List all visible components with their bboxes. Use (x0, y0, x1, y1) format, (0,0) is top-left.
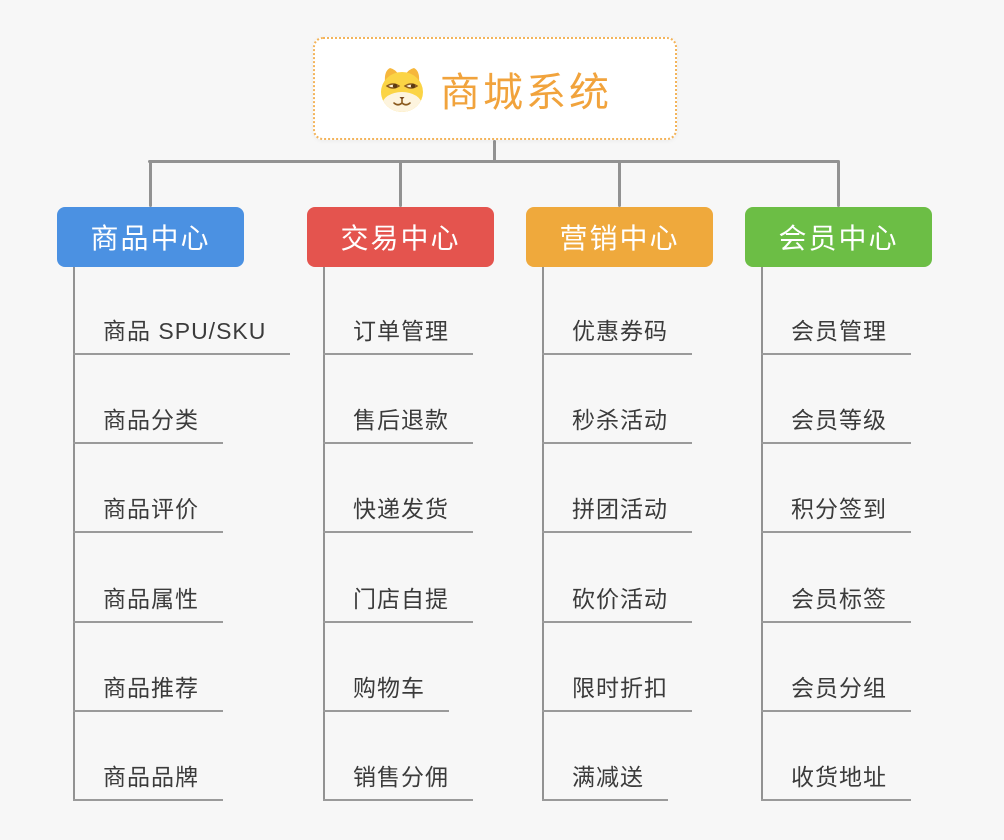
leaf-node[interactable]: 砍价活动 (542, 581, 692, 623)
leaf-node[interactable]: 积分签到 (761, 491, 911, 533)
leaf-node[interactable]: 商品分类 (73, 402, 223, 444)
branch-connector-stub (399, 160, 402, 207)
leaf-node[interactable]: 商品品牌 (73, 759, 223, 801)
leaf-node[interactable]: 限时折扣 (542, 670, 692, 712)
branch-connector-stub (837, 160, 840, 207)
branch-spine-line (323, 267, 325, 801)
leaf-node[interactable]: 会员分组 (761, 670, 911, 712)
branch-label: 交易中心 (340, 223, 461, 254)
branch-connector-stub (618, 160, 621, 207)
connector-bus (148, 160, 839, 163)
branch-spine-line (73, 267, 75, 801)
leaf-node[interactable]: 商品 SPU/SKU (73, 313, 291, 355)
root-node[interactable]: 商城系统 (313, 37, 677, 140)
leaf-node[interactable]: 会员管理 (761, 313, 911, 355)
dog-icon (378, 65, 426, 113)
leaf-node[interactable]: 收货地址 (761, 759, 911, 801)
leaf-node[interactable]: 商品推荐 (73, 670, 223, 712)
leaf-node[interactable]: 拼团活动 (542, 491, 692, 533)
branch-label: 商品中心 (90, 223, 211, 254)
leaf-node[interactable]: 满减送 (542, 759, 668, 801)
branch-label: 营销中心 (559, 223, 680, 254)
leaf-node[interactable]: 快递发货 (323, 491, 473, 533)
root-title: 商城系统 (440, 70, 612, 115)
branch-node-2[interactable]: 营销中心 (526, 207, 713, 267)
leaf-node[interactable]: 销售分佣 (323, 759, 473, 801)
leaf-node[interactable]: 商品评价 (73, 491, 223, 533)
leaf-node[interactable]: 优惠券码 (542, 313, 692, 355)
branch-node-1[interactable]: 交易中心 (307, 207, 494, 267)
root-connector-stub (493, 140, 496, 162)
branch-node-3[interactable]: 会员中心 (745, 207, 932, 267)
branch-connector-stub (149, 160, 152, 207)
leaf-node[interactable]: 订单管理 (323, 313, 473, 355)
leaf-node[interactable]: 会员等级 (761, 402, 911, 444)
leaf-node[interactable]: 购物车 (323, 670, 449, 712)
leaf-node[interactable]: 售后退款 (323, 402, 473, 444)
leaf-node[interactable]: 会员标签 (761, 581, 911, 623)
leaf-node[interactable]: 秒杀活动 (542, 402, 692, 444)
branch-spine-line (761, 267, 763, 801)
branch-spine-line (542, 267, 544, 801)
branch-label: 会员中心 (778, 223, 899, 254)
leaf-node[interactable]: 商品属性 (73, 581, 223, 623)
leaf-node[interactable]: 门店自提 (323, 581, 473, 623)
branch-node-0[interactable]: 商品中心 (57, 207, 244, 267)
